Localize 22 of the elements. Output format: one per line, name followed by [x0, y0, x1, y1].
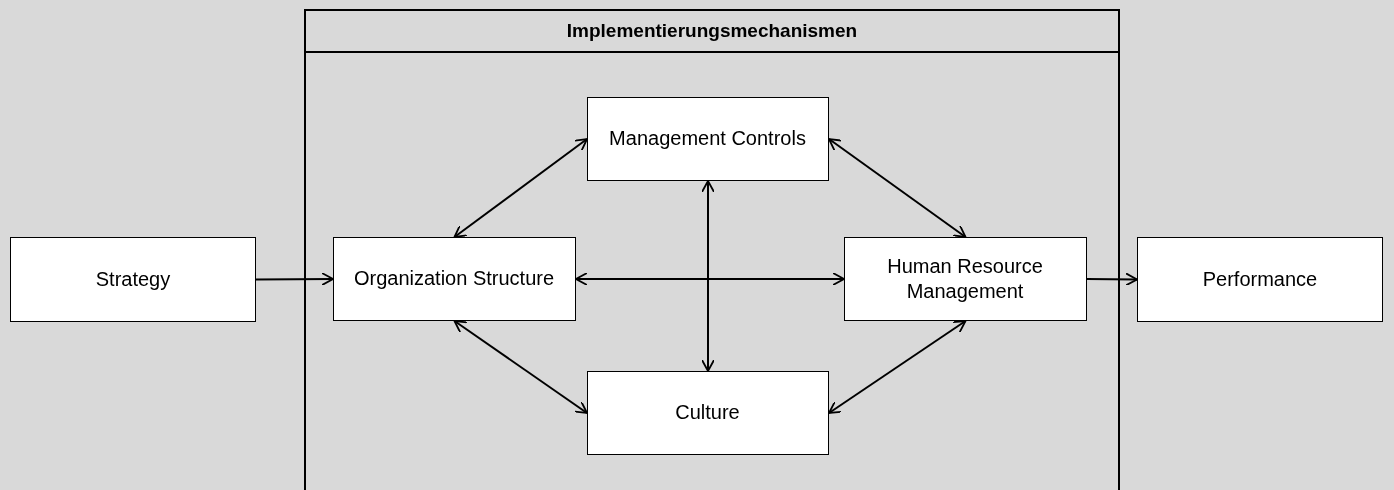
process-box: [10, 237, 256, 322]
arrow: [453, 320, 588, 414]
process-box: [586, 96, 829, 181]
arrow: [828, 138, 967, 238]
box-label: Culture: [674, 400, 741, 425]
arrow: [575, 272, 845, 286]
arrow: [255, 272, 334, 286]
arrow: [1086, 272, 1138, 287]
box-label: Strategy: [94, 267, 172, 292]
box-label: Human Resource Management: [886, 253, 1044, 304]
process-box: [586, 370, 829, 455]
box-label: Organization Structure: [352, 266, 556, 291]
arrow: [828, 320, 967, 414]
process-box: [332, 236, 576, 321]
process-box: [1137, 237, 1383, 322]
box-label: Performance: [1201, 267, 1319, 292]
box-label: Management Controls: [608, 126, 807, 151]
process-box: [843, 236, 1087, 321]
container-frame: [304, 9, 1120, 490]
arrow: [453, 138, 588, 238]
arrow: [701, 180, 715, 372]
container-heading: Implementierungsmechanismen: [566, 20, 858, 42]
